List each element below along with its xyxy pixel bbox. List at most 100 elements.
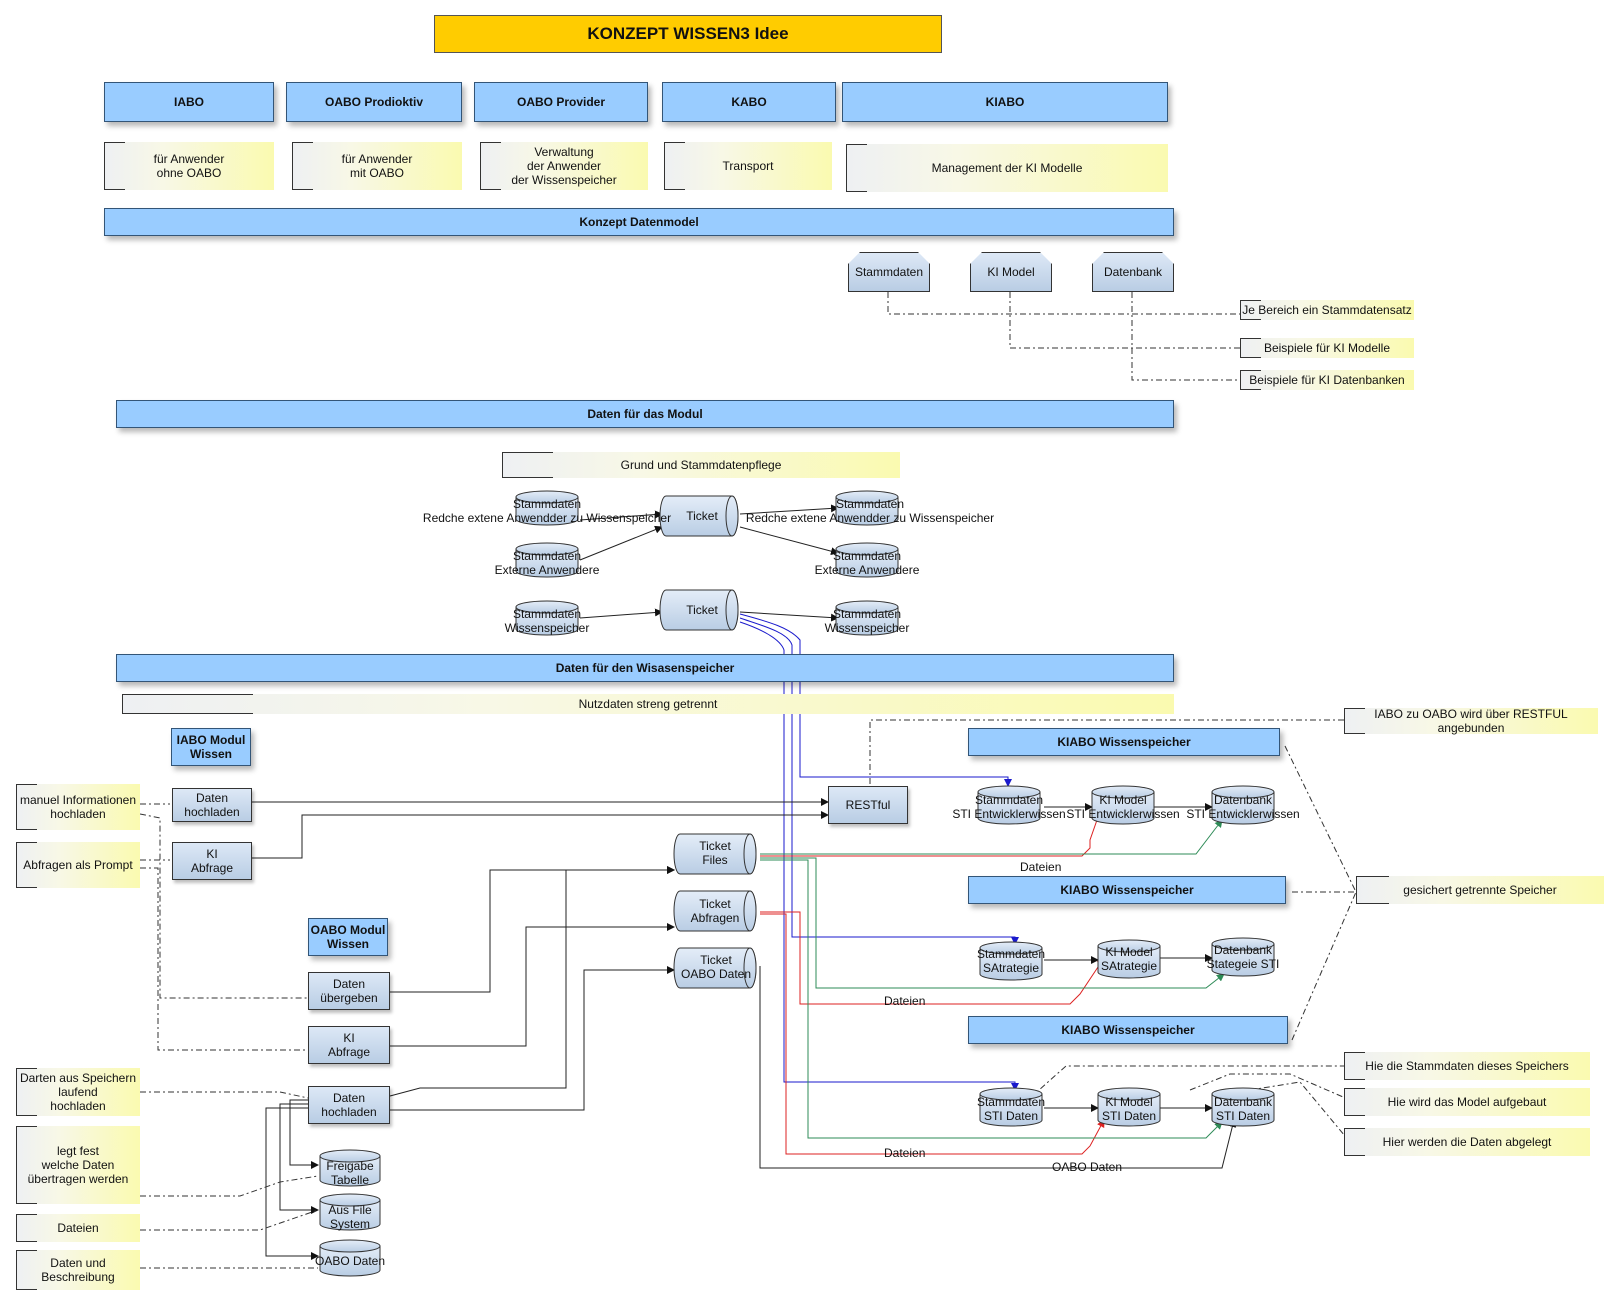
note-stammdatenpflege: Grund und Stammdatenpflege	[502, 452, 900, 478]
iabo-modul-header: IABO Modul Wissen	[171, 728, 251, 766]
note-text: manuel Informationen hochladen	[19, 793, 137, 821]
datenmodel-datenbank: Datenbank	[1092, 252, 1174, 292]
section-wissen: Daten für den Wisasenspeicher	[116, 654, 1174, 682]
store-datenbank-stategeie: Datenbank Stategeie STI	[1206, 943, 1280, 971]
note-text: Darten aus Speichern laufend hochladen	[19, 1071, 137, 1113]
note-text: gesichert getrennte Speicher	[1403, 883, 1557, 897]
note-text: Beispiele für KI Datenbanken	[1249, 373, 1405, 387]
module-note-text: Transport	[722, 159, 774, 173]
module-note-oabo-provider: Verwaltung der Anwender der Wissenspeich…	[480, 142, 648, 190]
note-text: Dateien	[57, 1221, 99, 1235]
note-restful: IABO zu OABO wird über RESTFUL angebunde…	[1344, 707, 1598, 735]
store-stammdaten-wissenspeicher-src: Stammdaten Wissenspeicher	[504, 607, 590, 635]
store-stammdaten-externe-dst: Stammdaten Externe Anwendere	[814, 549, 920, 577]
store-stammdaten-wissenspeicher-dst: Stammdaten Wissenspeicher	[824, 607, 910, 635]
modul-store-shapes	[515, 490, 899, 636]
store-stammdaten-externe-src: Stammdaten Externe Anwendere	[494, 549, 600, 577]
note-text: Beispiele für KI Modelle	[1263, 341, 1391, 355]
module-note-text: Verwaltung der Anwender der Wissenspeich…	[511, 145, 617, 187]
note-ki-modelle: Beispiele für KI Modelle	[1240, 338, 1414, 358]
edge-label-dateien-1: Dateien	[1020, 860, 1062, 874]
store-stammdaten-satrategie: Stammdaten SAtrategie	[976, 947, 1046, 975]
annotation-links	[139, 719, 1357, 1269]
store-stammdaten-sti-daten: Stammdaten STI Daten	[976, 1095, 1046, 1123]
kiabo-wissenspeicher-2: KIABO Wissenspeicher	[968, 876, 1286, 904]
note-text: Nutzdaten streng getrennt	[578, 697, 718, 711]
note-dateien: Dateien	[16, 1214, 140, 1242]
datenmodel-stammdaten: Stammdaten	[848, 252, 930, 292]
note-darten-speichern: Darten aus Speichern laufend hochladen	[16, 1068, 140, 1116]
oabo-daten-hochladen: Daten hochladen	[308, 1086, 390, 1124]
page-title: KONZEPT WISSEN3 Idee	[434, 15, 942, 53]
note-gesichert-speicher: gesichert getrennte Speicher	[1356, 876, 1604, 904]
note-text: IABO zu OABO wird über RESTFUL angebunde…	[1374, 707, 1568, 735]
note-text: Hie die Stammdaten dieses Speichers	[1365, 1059, 1569, 1073]
section-modul: Daten für das Modul	[116, 400, 1174, 428]
oabo-ki-abfrage: KI Abfrage	[308, 1026, 390, 1064]
store-datenbank-entwicklerwissen: Datenbank STI Entwicklerwissen	[1186, 793, 1300, 821]
note-text: legt fest welche Daten übertragen werden	[27, 1144, 129, 1186]
module-note-kiabo: Management der KI Modelle	[846, 144, 1168, 192]
kiabo-wissenspeicher-3: KIABO Wissenspeicher	[968, 1016, 1288, 1044]
kiabo-store-shapes	[977, 785, 1275, 1127]
datenmodel-ki-model: KI Model	[970, 252, 1052, 292]
module-note-text: für Anwender mit OABO	[341, 152, 413, 180]
store-datenbank-sti-daten: Datenbank STI Daten	[1213, 1095, 1273, 1123]
store-stammdaten-anwendder-src: Stammdaten Redche extene Anwendder zu Wi…	[422, 497, 672, 525]
note-text: Hier werden die Daten abgelegt	[1382, 1135, 1552, 1149]
module-oabo-provider: OABO Provider	[474, 82, 648, 122]
store-freigabe-tabelle: Freigabe Tabelle	[326, 1159, 374, 1187]
note-manuel-informationen: manuel Informationen hochladen	[16, 784, 140, 830]
ticket-1: Ticket	[686, 509, 718, 523]
module-note-kabo: Transport	[664, 142, 832, 190]
oabo-modul-header: OABO Modul Wissen	[308, 918, 388, 956]
iabo-ki-abfrage: KI Abfrage	[172, 842, 252, 880]
module-note-text: Management der KI Modelle	[931, 161, 1083, 175]
note-text: Abfragen als Prompt	[23, 858, 133, 872]
store-aus-file-system: Aus File System	[328, 1203, 372, 1231]
module-note-text: für Anwender ohne OABO	[153, 152, 225, 180]
section-datenmodel: Konzept Datenmodel	[104, 208, 1174, 236]
edge-label-dateien-3: Dateien	[884, 1146, 926, 1160]
ticket-2: Ticket	[686, 603, 718, 617]
note-nutzdaten: Nutzdaten streng getrennt	[122, 694, 1174, 714]
note-ki-datenbanken: Beispiele für KI Datenbanken	[1240, 370, 1414, 390]
note-text: Je Bereich ein Stammdatensatz	[1242, 303, 1412, 317]
module-oabo-produktiv: OABO Prodioktiv	[286, 82, 462, 122]
note-stammdaten-speicher: Hie die Stammdaten dieses Speichers	[1344, 1052, 1590, 1080]
note-daten-beschreibung: Daten und Beschreibung	[16, 1250, 140, 1290]
store-stammdaten-entwicklerwissen: Stammdaten STI Entwicklerwissen	[952, 793, 1066, 821]
note-text: Daten und Beschreibung	[41, 1256, 115, 1284]
store-oabo-daten: OABO Daten	[314, 1254, 386, 1268]
store-ki-model-satrategie: KI Model SAtrategie	[1100, 945, 1158, 973]
restful-box: RESTful	[828, 786, 908, 824]
modul-flow-links	[579, 504, 839, 622]
edge-label-oabo-daten: OABO Daten	[1052, 1160, 1123, 1174]
ticket-oabo-daten: Ticket OABO Daten	[680, 953, 752, 981]
module-note-iabo: für Anwender ohne OABO	[104, 142, 274, 190]
kiabo-wissenspeicher-1: KIABO Wissenspeicher	[968, 728, 1280, 756]
note-abfragen-prompt: Abfragen als Prompt	[16, 842, 140, 888]
oabo-daten-uebergeben: Daten übergeben	[308, 972, 390, 1010]
note-model-aufgebaut: Hie wird das Model aufgebaut	[1344, 1088, 1590, 1116]
datenmodel-links	[887, 292, 1240, 381]
note-text: Hie wird das Model aufgebaut	[1387, 1095, 1547, 1109]
oabo-store-shapes	[319, 1149, 381, 1277]
store-ki-model-entwicklerwissen: KI Model STI Entwicklerwissen	[1066, 793, 1180, 821]
store-stammdaten-anwendder-dst: Stammdaten Redche extene Anwendder zu Wi…	[745, 497, 995, 525]
module-iabo: IABO	[104, 82, 274, 122]
ticket-files: Ticket Files	[699, 839, 731, 867]
module-note-oabo-produktiv: für Anwender mit OABO	[292, 142, 462, 190]
module-kabo: KABO	[662, 82, 836, 122]
ticket-abfragen: Ticket Abfragen	[690, 897, 740, 925]
note-legt-fest: legt fest welche Daten übertragen werden	[16, 1126, 140, 1204]
note-text: Grund und Stammdatenpflege	[620, 458, 782, 472]
module-kiabo: KIABO	[842, 82, 1168, 122]
blue-links	[739, 613, 1019, 1091]
note-stammdatensatz: Je Bereich ein Stammdatensatz	[1240, 300, 1414, 320]
store-ki-model-sti-daten: KI Model STI Daten	[1101, 1095, 1157, 1123]
green-links	[760, 819, 1225, 1139]
ticket-shapes	[659, 495, 757, 989]
